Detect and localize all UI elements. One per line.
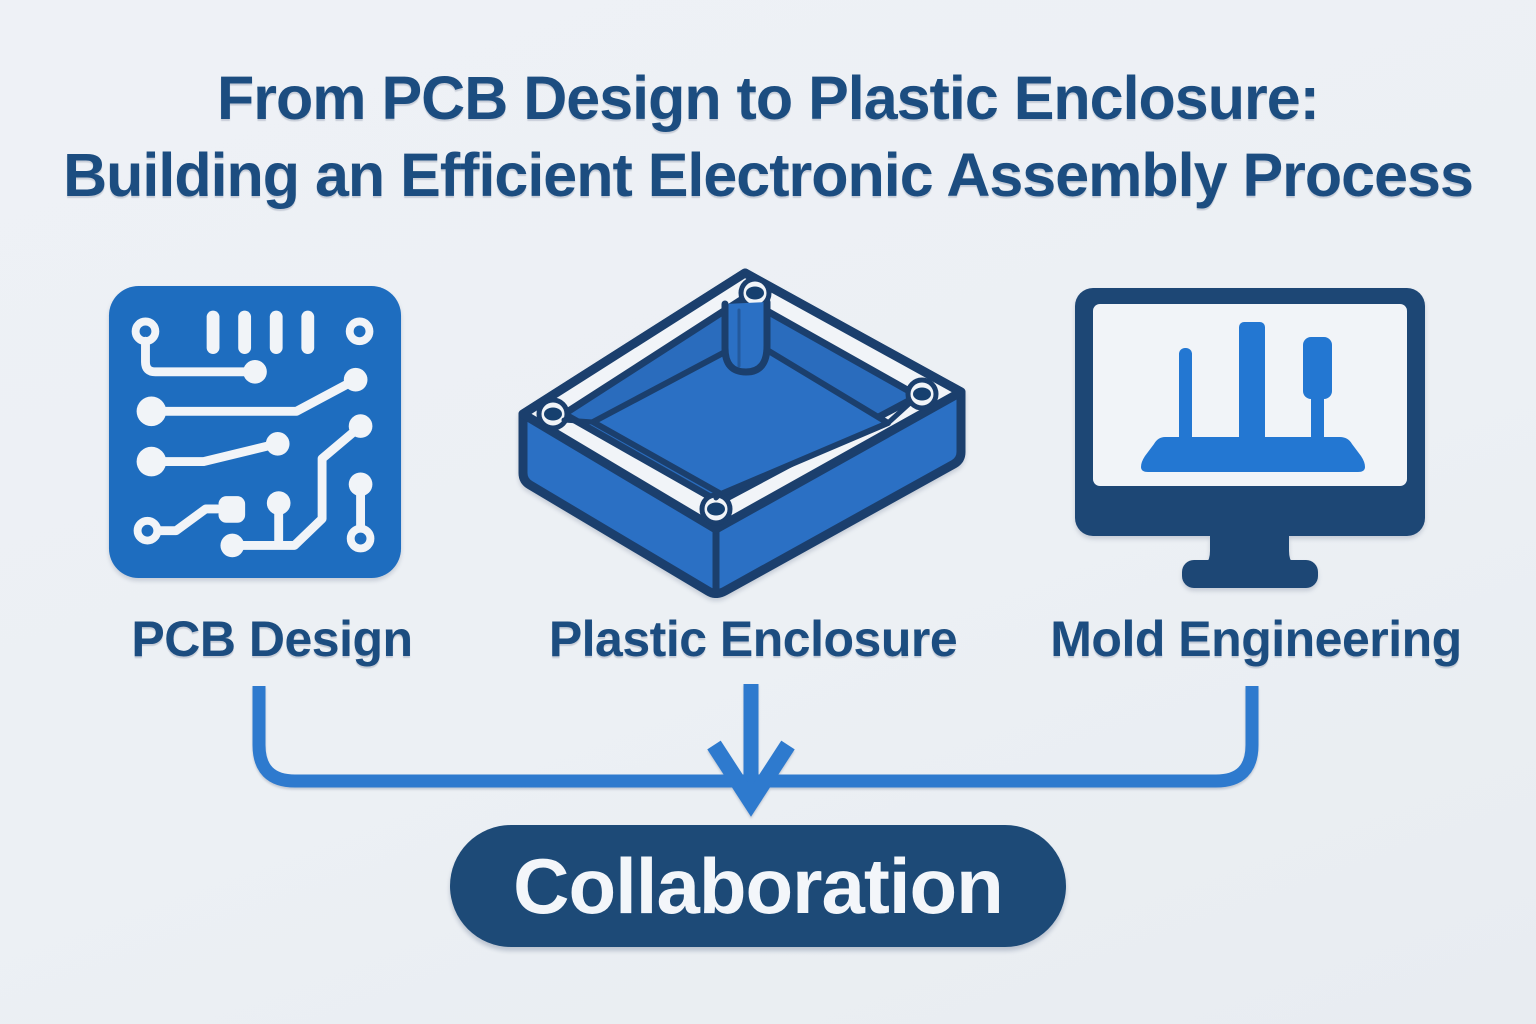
- stage-label-plastic-enclosure: Plastic Enclosure: [548, 611, 958, 667]
- page-title: From PCB Design to Plastic Enclosure: Bu…: [0, 60, 1536, 214]
- collaboration-label: Collaboration: [513, 841, 1004, 930]
- stage-label-pcb-design: PCB Design: [131, 611, 413, 667]
- down-arrow-icon: [707, 740, 795, 817]
- collaboration-pill: Collaboration: [450, 825, 1066, 947]
- page-title-line1: From PCB Design to Plastic Enclosure:: [217, 64, 1320, 132]
- circuit-board-icon: [108, 285, 402, 579]
- plastic-enclosure-icon: [518, 268, 966, 598]
- monitor-mold-icon: [1075, 288, 1425, 588]
- page-title-line2: Building an Efficient Electronic Assembl…: [63, 141, 1474, 209]
- stage-label-mold-engineering: Mold Engineering: [1050, 611, 1462, 667]
